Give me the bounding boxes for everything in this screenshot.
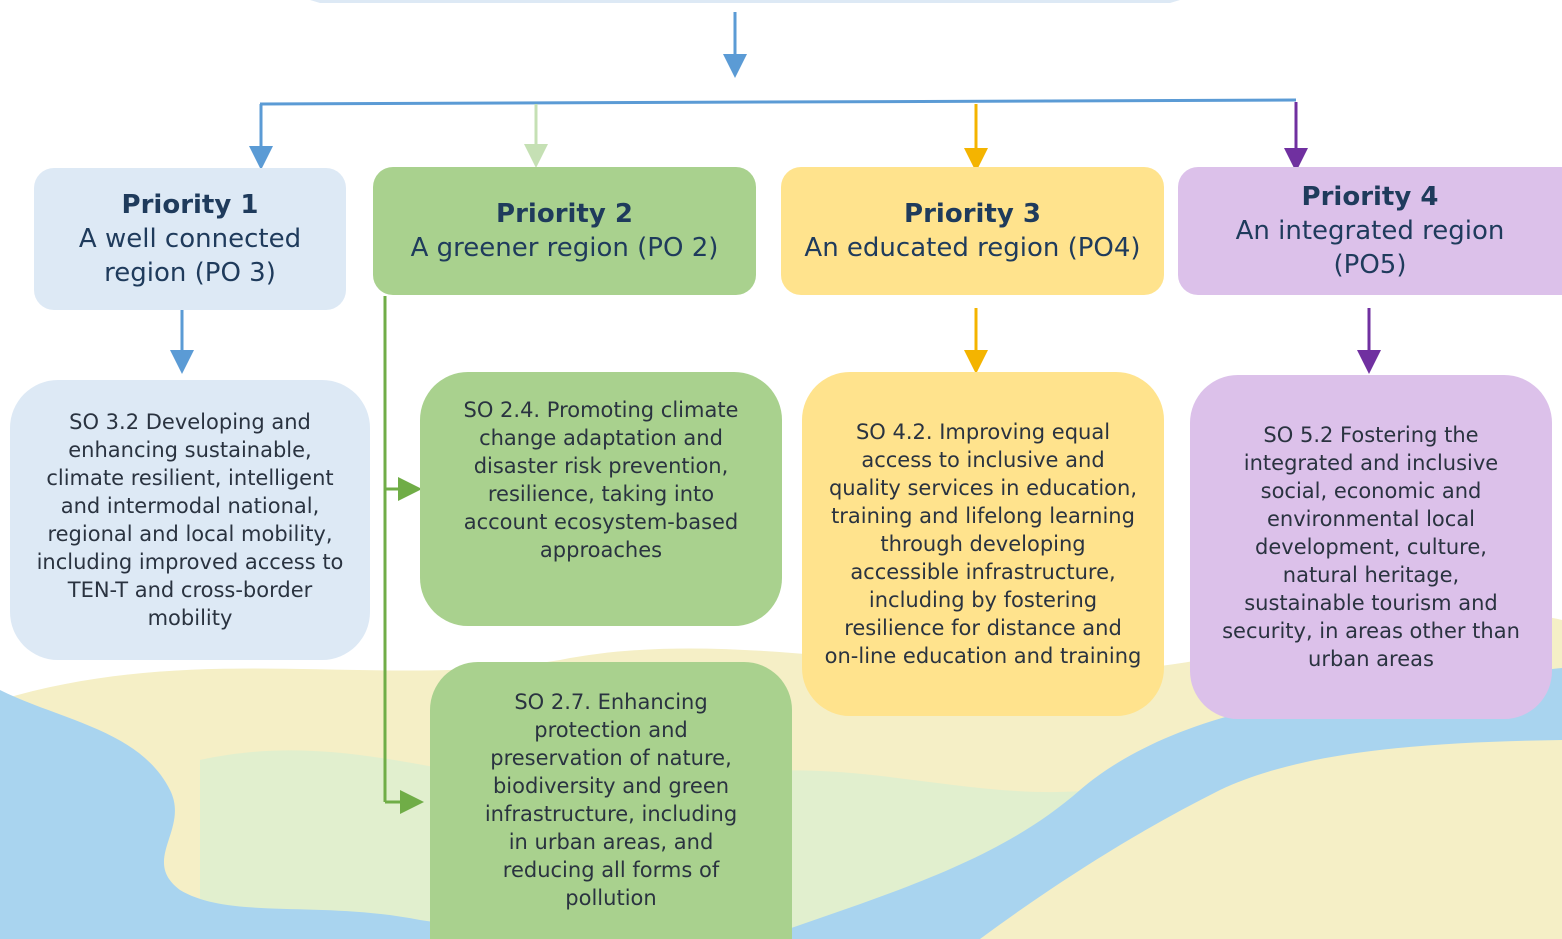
horizontal-bus — [259, 98, 1297, 106]
so-5-2-text: SO 5.2 Fostering the integrated and incl… — [1222, 423, 1520, 671]
top-box-edge — [310, 0, 1180, 3]
priority-2-subtitle: A greener region (PO 2) — [410, 233, 719, 263]
river — [0, 690, 700, 939]
priority-1-box: Priority 1 A well connected region (PO 3… — [34, 168, 346, 310]
priority-4-subtitle: An integrated region (PO5) — [1235, 216, 1505, 280]
so-4-2-box: SO 4.2. Improving equal access to inclus… — [802, 372, 1164, 716]
so-3-2-text: SO 3.2 Developing and enhancing sustaina… — [36, 410, 344, 630]
priority-4-title: Priority 4 — [1301, 182, 1439, 212]
river-inner — [980, 740, 1562, 939]
so-2-7-box: SO 2.7. Enhancing protection and preserv… — [430, 662, 792, 939]
so-2-4-box: SO 2.4. Promoting climate change adaptat… — [420, 372, 782, 626]
priority-1-title: Priority 1 — [121, 190, 259, 220]
priority-4-box: Priority 4 An integrated region (PO5) — [1178, 167, 1562, 295]
priority-1-subtitle: A well connected region (PO 3) — [78, 224, 302, 288]
priority-3-box: Priority 3 An educated region (PO4) — [781, 167, 1164, 295]
so-4-2-text: SO 4.2. Improving equal access to inclus… — [824, 420, 1142, 668]
priority-2-title: Priority 2 — [496, 199, 633, 229]
so-3-2-box: SO 3.2 Developing and enhancing sustaina… — [10, 380, 370, 660]
so-2-4-text: SO 2.4. Promoting climate change adaptat… — [463, 398, 739, 562]
priority-2-box: Priority 2 A greener region (PO 2) — [373, 167, 756, 295]
priority-3-title: Priority 3 — [904, 199, 1041, 229]
so-5-2-box: SO 5.2 Fostering the integrated and incl… — [1190, 375, 1552, 719]
priority-3-subtitle: An educated region (PO4) — [804, 233, 1141, 263]
so-2-7-text: SO 2.7. Enhancing protection and preserv… — [484, 690, 738, 910]
